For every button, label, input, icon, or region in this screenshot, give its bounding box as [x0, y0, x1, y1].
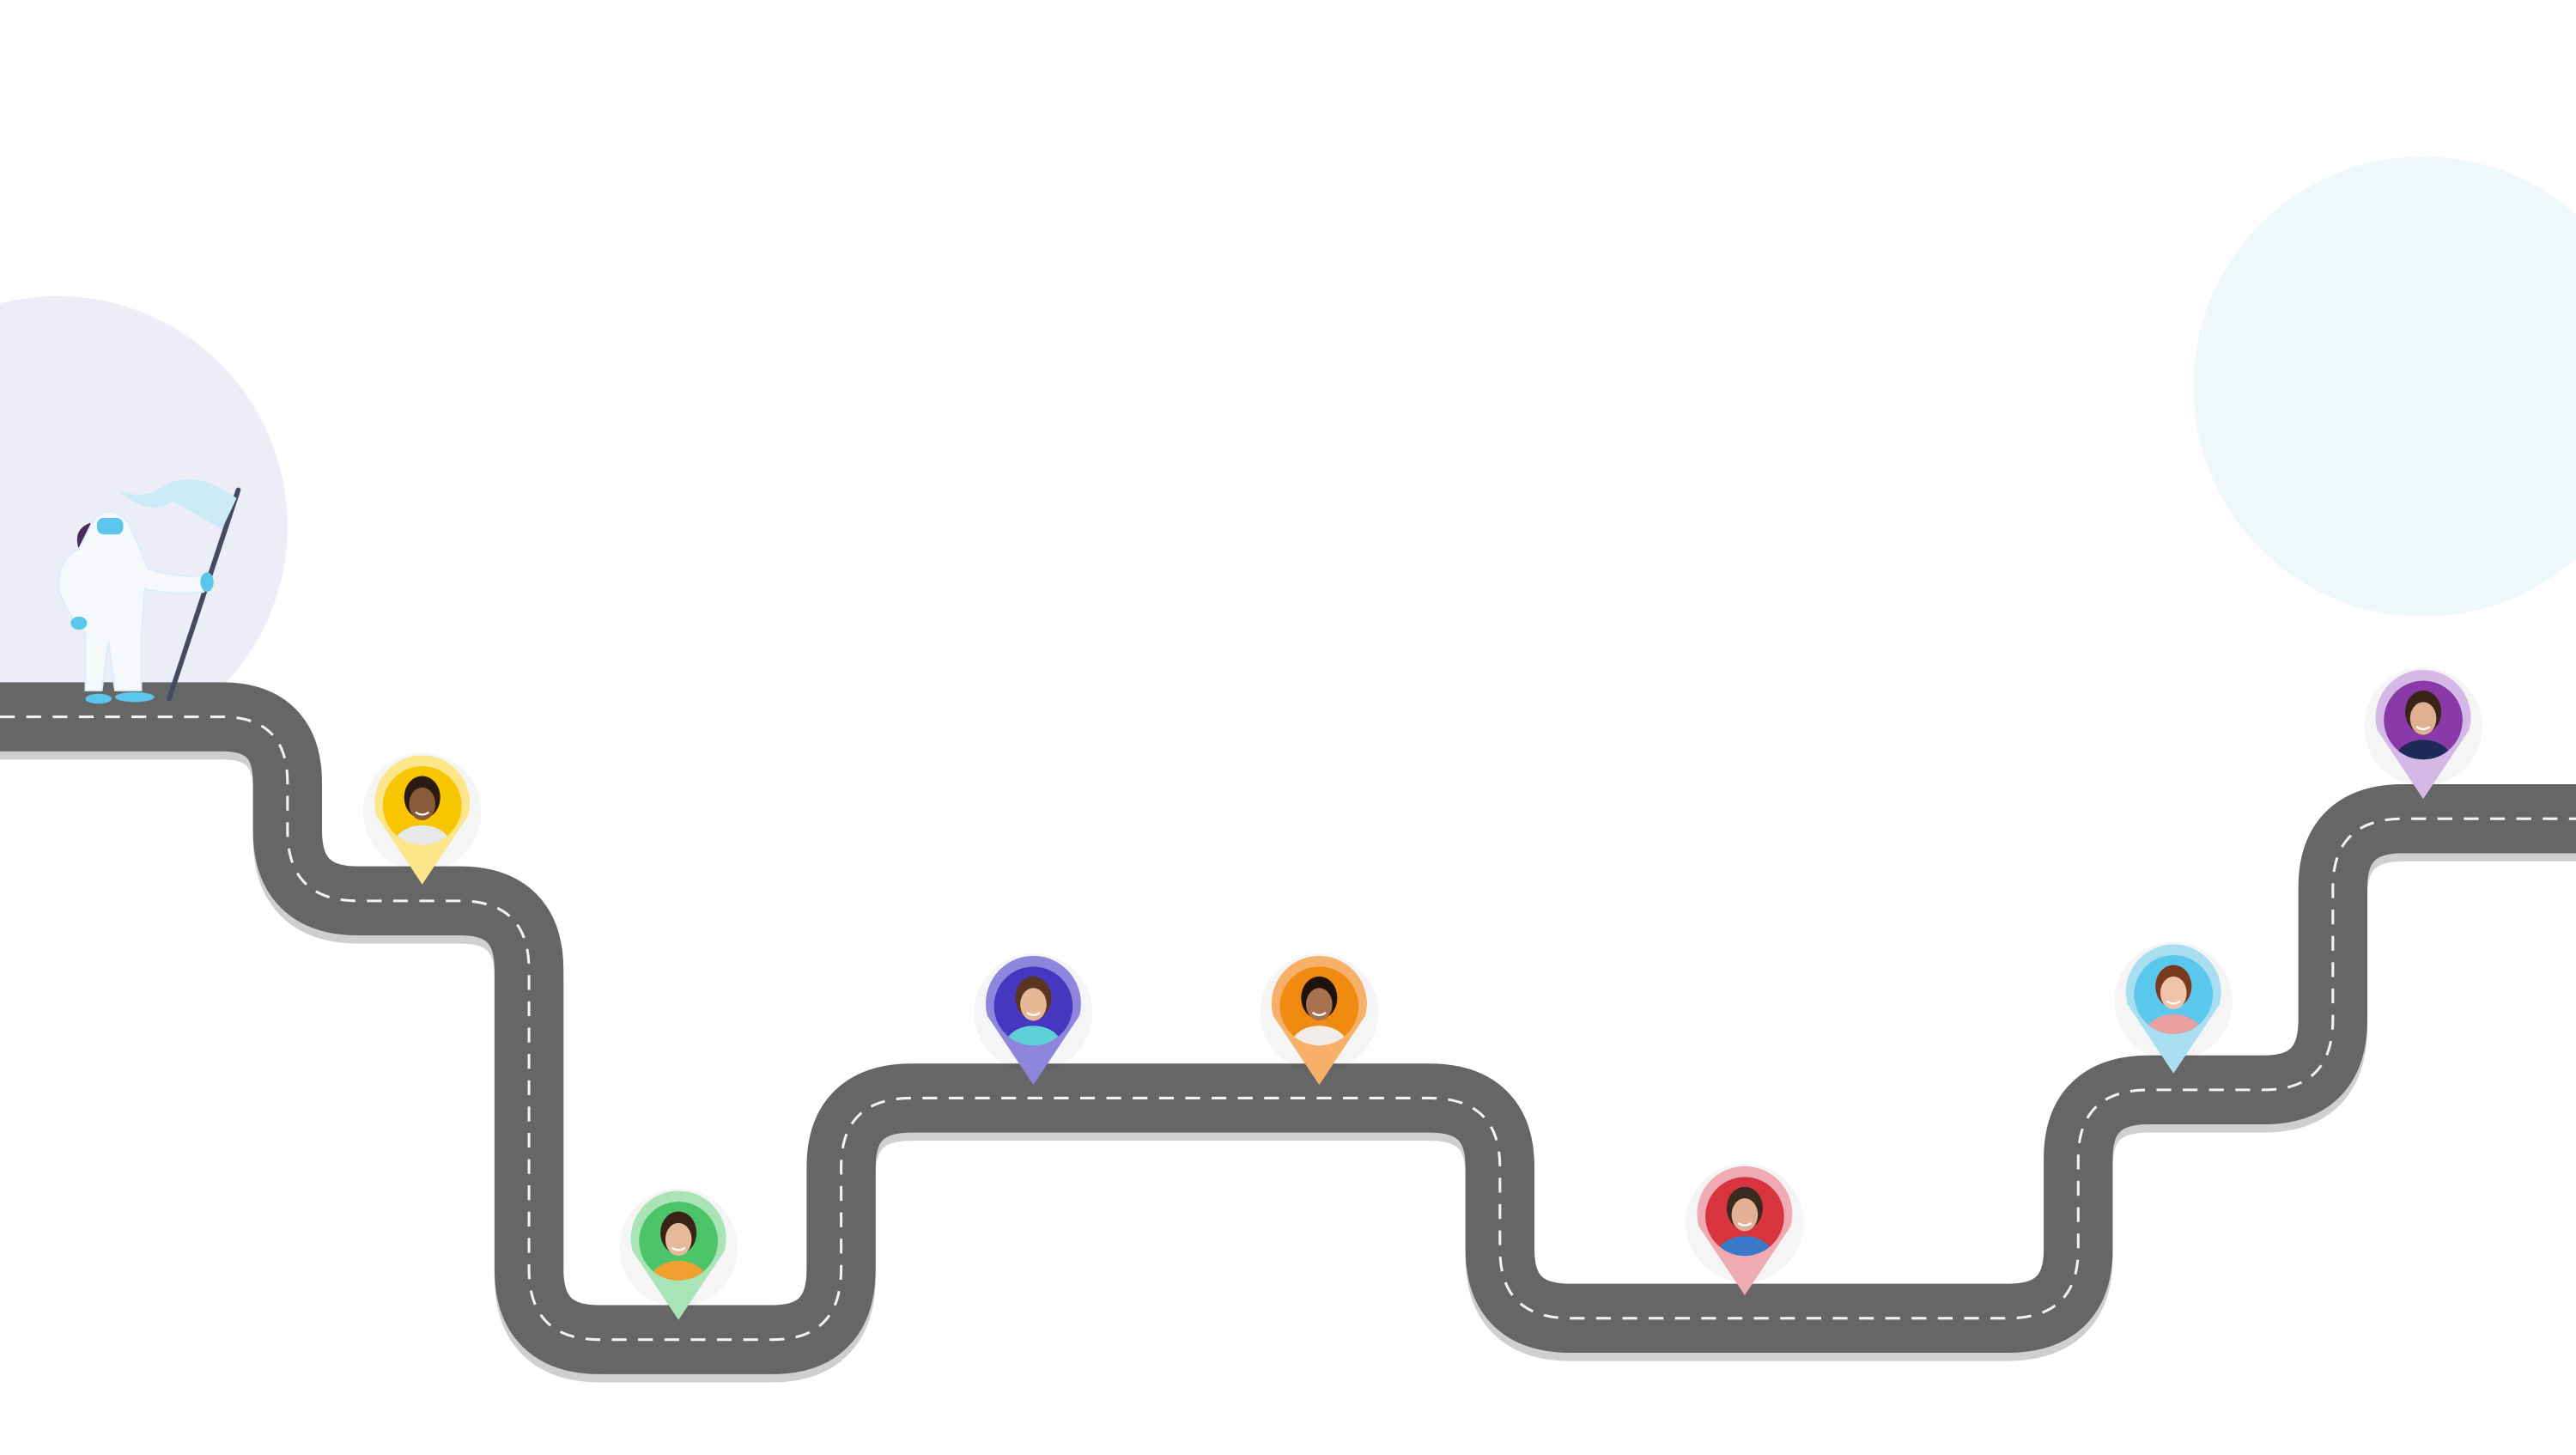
flag [118, 478, 237, 530]
lane-marking [0, 715, 2576, 1342]
avatar-photo [639, 1201, 719, 1281]
milestone-pins [362, 667, 2482, 1320]
milestone-1-pin[interactable] [362, 752, 482, 885]
milestone-3-pin[interactable] [974, 953, 1093, 1086]
road [0, 682, 2576, 1383]
yeti-body [58, 510, 205, 691]
avatar-photo [1704, 1177, 1784, 1257]
flag-pole [167, 487, 241, 702]
decorative-circle-right [2193, 156, 2576, 617]
milestone-5-pin[interactable] [1686, 1163, 1804, 1296]
avatar-photo [2134, 954, 2214, 1034]
milestone-2-pin[interactable] [619, 1188, 738, 1320]
avatar-photo [2384, 680, 2463, 760]
decorative-circle-left [0, 295, 288, 757]
milestone-6-pin[interactable] [2114, 941, 2233, 1074]
avatar-photo [993, 966, 1073, 1046]
milestone-7-pin[interactable] [2364, 667, 2482, 800]
yeti-mascot-with-flag [58, 478, 241, 704]
milestone-4-pin[interactable] [1260, 953, 1379, 1086]
avatar-photo [382, 765, 462, 845]
avatar-photo [1279, 966, 1359, 1046]
